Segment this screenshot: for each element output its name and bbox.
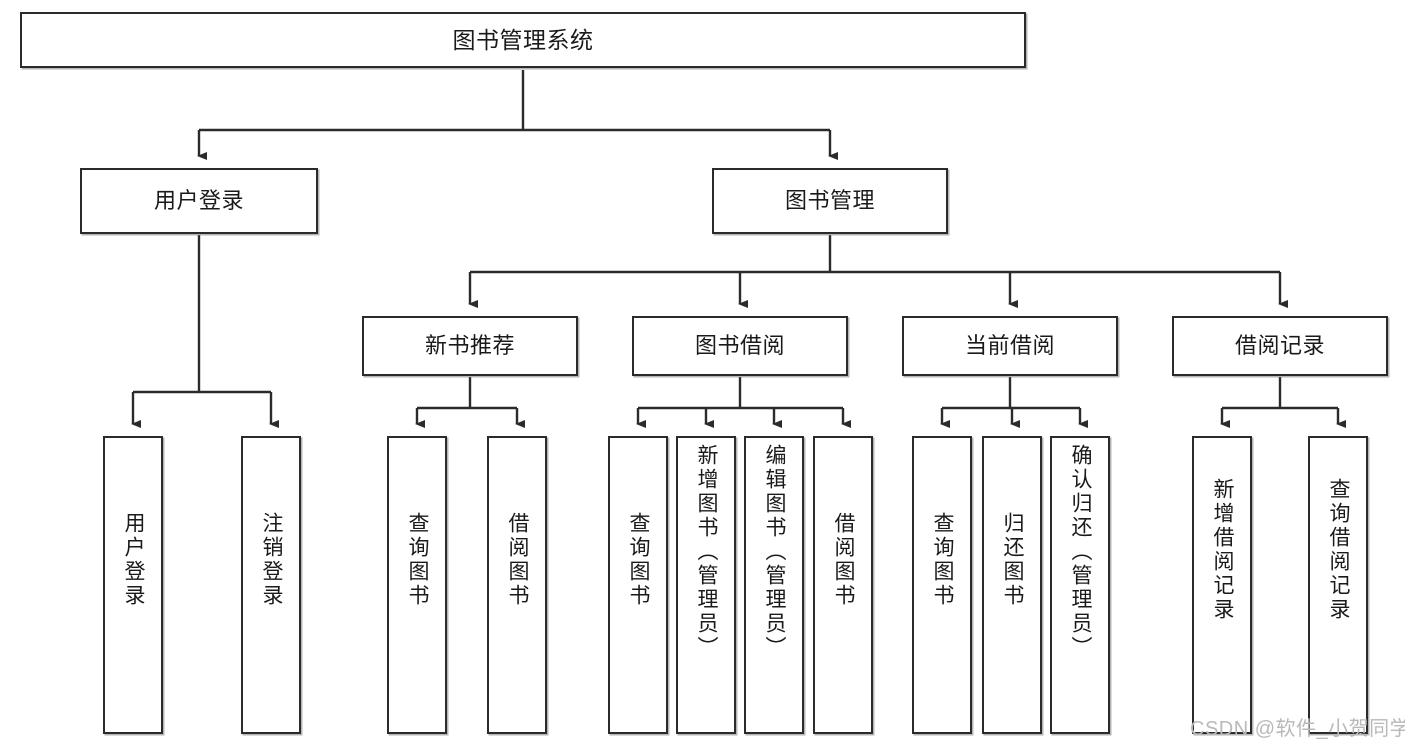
leaf-logout[interactable]: 注销登录 — [241, 436, 301, 734]
leaf-user-login[interactable]: 用户登录 — [103, 436, 163, 734]
leaf-query-book-2[interactable]: 查询图书 — [608, 436, 668, 734]
node-root-system[interactable]: 图书管理系统 — [20, 12, 1026, 68]
node-label: 借阅图书 — [506, 512, 530, 608]
leaf-add-record[interactable]: 新增借阅记录 — [1192, 436, 1252, 734]
node-borrow-record[interactable]: 借阅记录 — [1172, 316, 1388, 376]
node-new-book-recommend[interactable]: 新书推荐 — [362, 316, 578, 376]
node-label: 图书管理 — [784, 188, 875, 214]
node-label: 查询图书 — [627, 512, 651, 608]
node-label: 新增借阅记录 — [1211, 478, 1235, 622]
node-label: 用户登录 — [122, 512, 146, 608]
node-label: 查询图书 — [931, 512, 955, 608]
node-label: 注销登录 — [260, 512, 284, 608]
node-label: 图书管理系统 — [452, 26, 594, 53]
leaf-return-book[interactable]: 归还图书 — [982, 436, 1042, 734]
node-user-login[interactable]: 用户登录 — [80, 168, 318, 234]
node-book-manage[interactable]: 图书管理 — [712, 168, 948, 234]
node-label: 图书借阅 — [694, 333, 785, 359]
leaf-query-record[interactable]: 查询借阅记录 — [1308, 436, 1368, 734]
node-label: 当前借阅 — [964, 333, 1055, 359]
leaf-confirm-return[interactable]: 确认归还（管理员） — [1050, 436, 1110, 734]
leaf-query-book-3[interactable]: 查询图书 — [912, 436, 972, 734]
node-label: 借阅图书 — [832, 512, 856, 608]
leaf-edit-book[interactable]: 编辑图书（管理员） — [744, 436, 804, 734]
node-label: 归还图书 — [1001, 512, 1025, 608]
leaf-borrow-book-2[interactable]: 借阅图书 — [813, 436, 873, 734]
node-label: 查询图书 — [406, 512, 430, 608]
leaf-query-book-1[interactable]: 查询图书 — [387, 436, 447, 734]
node-label: 编辑图书（管理员） — [763, 444, 787, 660]
node-current-borrow[interactable]: 当前借阅 — [902, 316, 1118, 376]
leaf-add-book[interactable]: 新增图书（管理员） — [676, 436, 736, 734]
node-label: 用户登录 — [153, 188, 244, 214]
node-label: 查询借阅记录 — [1327, 478, 1351, 622]
leaf-borrow-book-1[interactable]: 借阅图书 — [487, 436, 547, 734]
node-label: 新增图书（管理员） — [695, 444, 719, 660]
node-label: 确认归还（管理员） — [1069, 444, 1093, 660]
watermark-text: CSDN @软件_小贺同学 — [1190, 718, 1405, 740]
node-book-borrow[interactable]: 图书借阅 — [632, 316, 848, 376]
node-label: 借阅记录 — [1234, 333, 1325, 359]
node-label: 新书推荐 — [424, 333, 515, 359]
